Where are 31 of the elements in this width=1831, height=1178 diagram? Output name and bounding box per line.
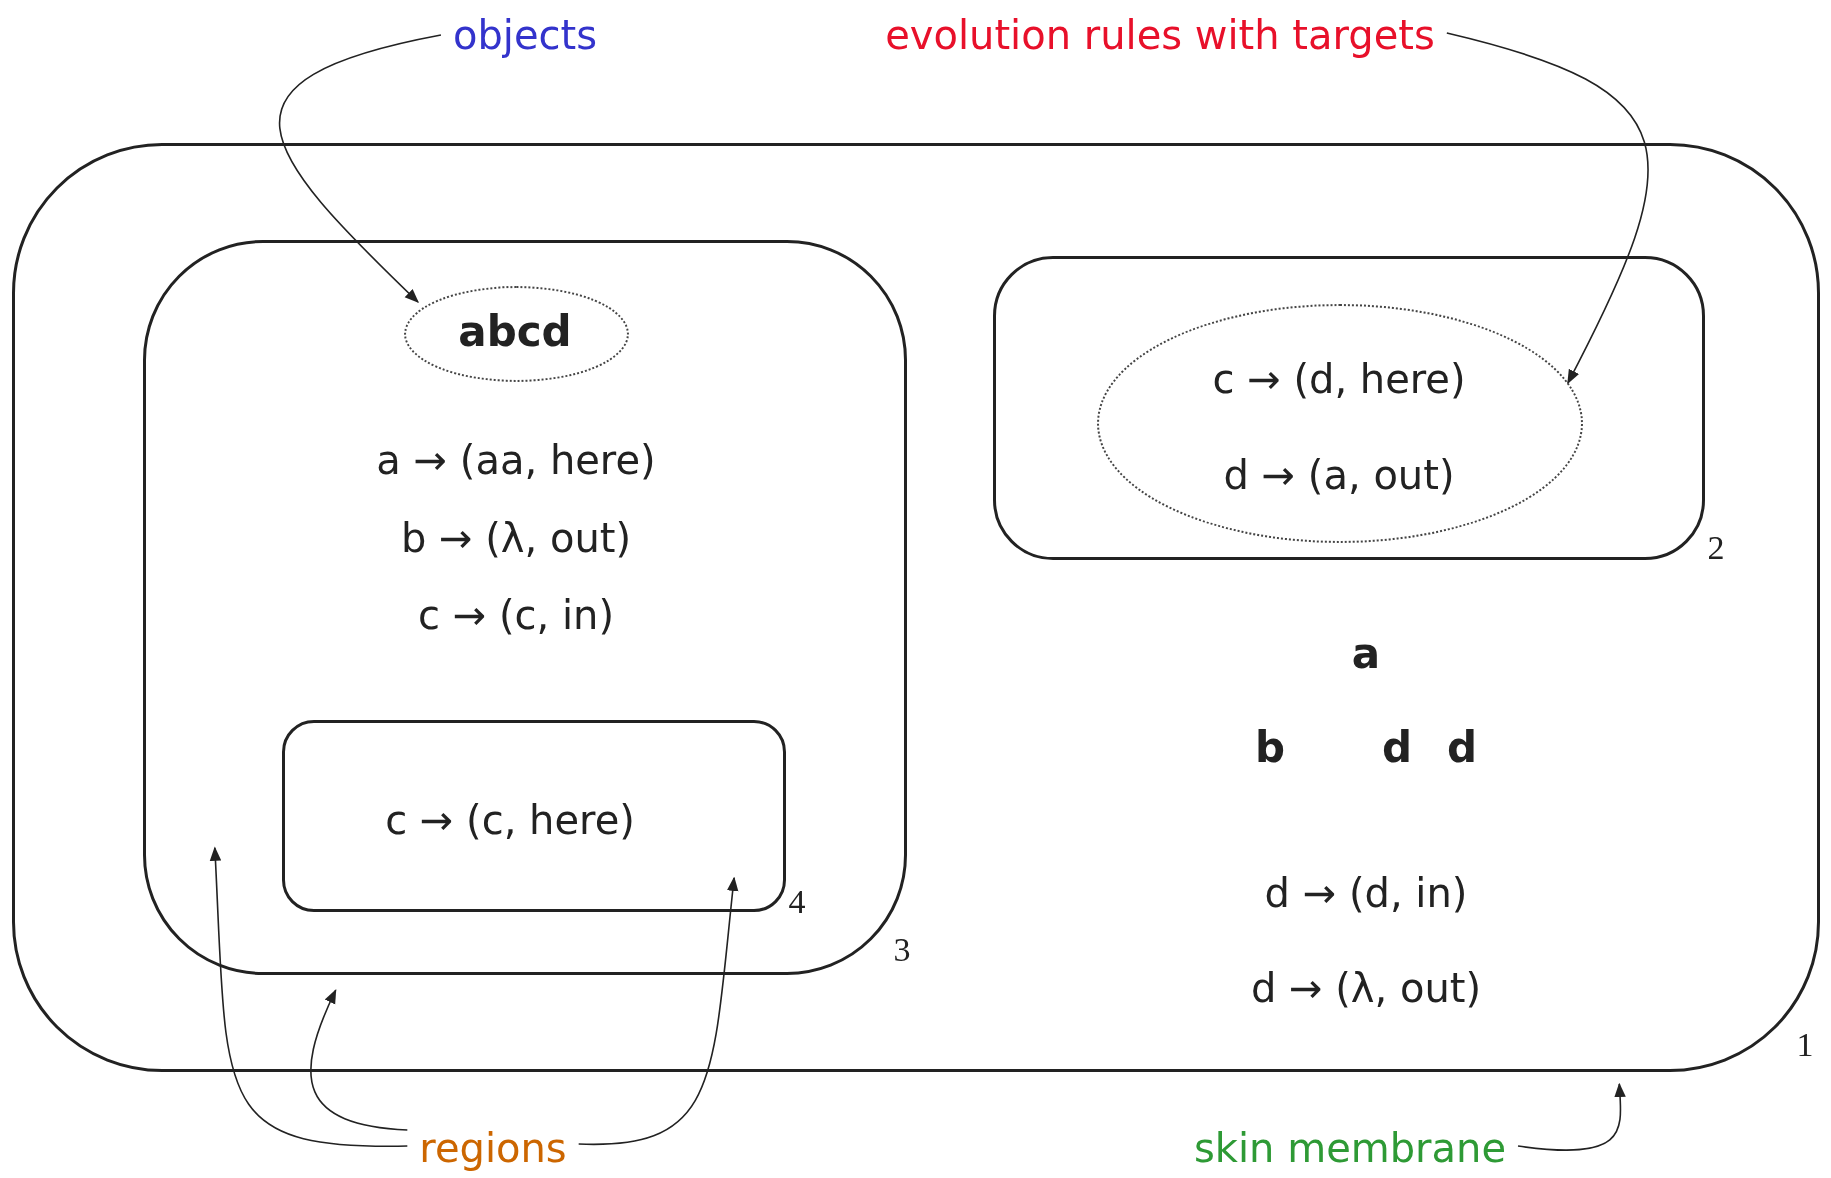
object-symbol: b (1254, 724, 1286, 772)
rule-text: d → (d, in) (1264, 871, 1468, 915)
dotted-ellipse (404, 286, 629, 382)
callout-label: skin membrane (1194, 1126, 1506, 1170)
rule-text: c → (d, here) (1212, 357, 1466, 401)
object-symbol: abcd (458, 308, 572, 356)
rule-text: a → (aa, here) (376, 438, 656, 482)
rule-text: d → (a, out) (1223, 453, 1455, 497)
rule-text: b → (λ, out) (400, 516, 632, 560)
membrane-number: 2 (1707, 529, 1725, 567)
leader-line (1446, 32, 1649, 385)
callout-label: objects (452, 13, 598, 57)
callout-label: regions (419, 1126, 567, 1170)
leader-line (310, 988, 409, 1131)
callout-label: evolution rules with targets (885, 13, 1435, 57)
dotted-ellipse (1097, 304, 1583, 543)
leader-line (209, 846, 409, 1147)
leader-line (1517, 1082, 1626, 1151)
rule-text: c → (c, here) (385, 798, 635, 842)
membrane-number: 3 (893, 931, 911, 969)
rule-text: c → (c, in) (418, 593, 614, 637)
object-symbol: d (1446, 724, 1478, 772)
membrane-number: 4 (788, 883, 806, 921)
membrane (12, 143, 1820, 1072)
membrane-number: 1 (1796, 1026, 1814, 1064)
object-symbol: a (1351, 630, 1381, 678)
leader-line (577, 876, 739, 1145)
leader-line (279, 34, 442, 304)
rule-text: d → (λ, out) (1250, 966, 1482, 1010)
object-symbol: d (1381, 724, 1413, 772)
membrane (143, 240, 907, 975)
